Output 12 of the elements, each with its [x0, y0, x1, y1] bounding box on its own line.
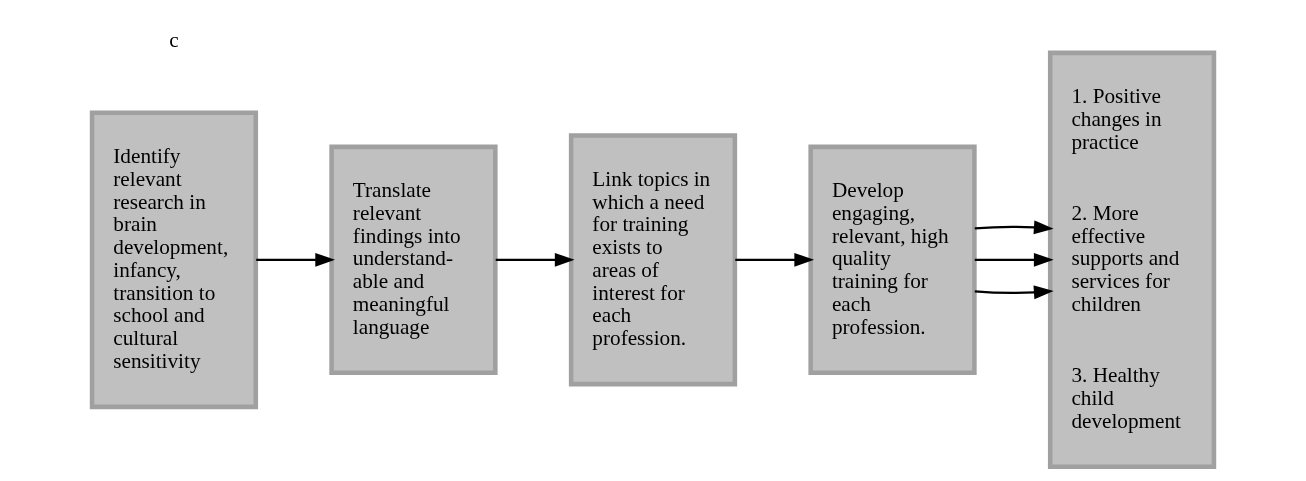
- arrow: [974, 252, 1054, 267]
- arrow: [256, 252, 335, 267]
- node-box: Identify relevant research in brain development, infancy, transition to school and cultural sensitivity: [89, 110, 259, 410]
- arrow: [974, 285, 1054, 300]
- arrow: [735, 252, 815, 267]
- node-box: 1. Positive changes in practice 2. More effective supports and services for children 3. Healthy child development: [1047, 50, 1217, 470]
- arrow: [495, 252, 575, 267]
- node-box: Develop engaging, relevant, high quality training for each profession.: [808, 144, 977, 376]
- label: c: [169, 28, 179, 53]
- arrow: [974, 220, 1054, 235]
- node-box: Translate relevant findings into understand-able and meaningful language: [329, 144, 498, 376]
- node-box: Link topics in which a need for training exists to areas of interest for each profession.: [568, 133, 738, 387]
